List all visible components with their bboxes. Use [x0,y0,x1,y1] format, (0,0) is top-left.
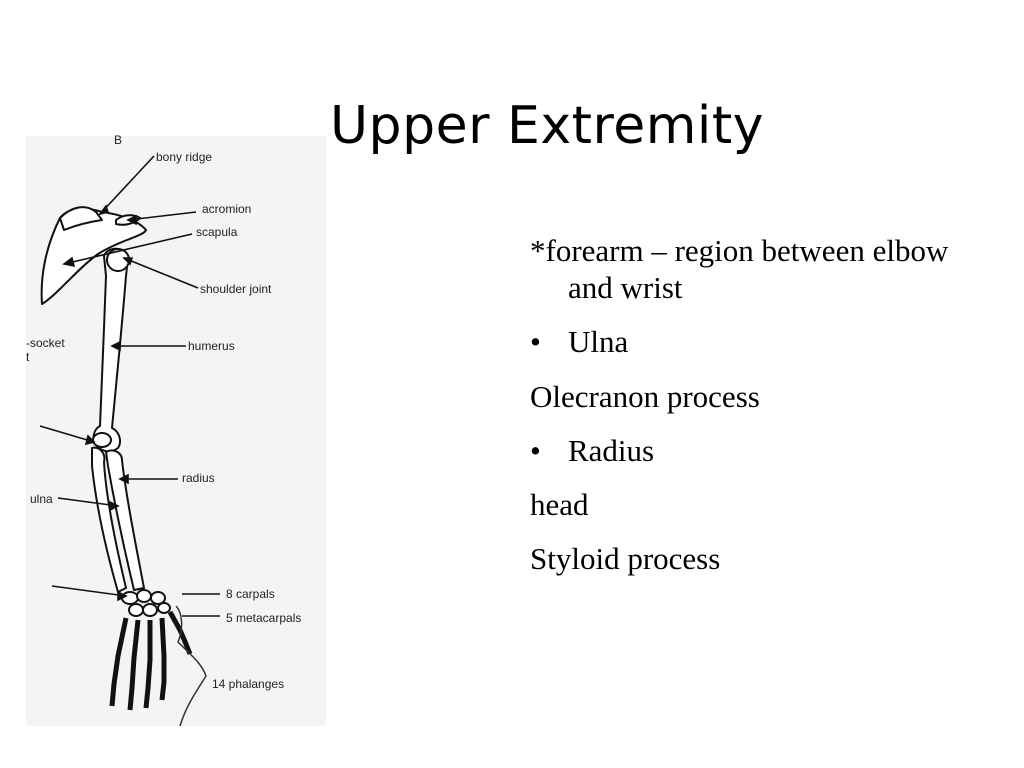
carpal-bones [121,589,171,617]
bullet-dot: • [530,324,541,360]
bullet-ulna-text: Ulna [568,324,629,360]
label-humerus: humerus [188,339,235,353]
bullet-ulna: • Ulna [530,323,990,360]
label-bony-ridge: bony ridge [156,150,213,164]
bullet-radius-text: Radius [568,432,655,468]
label-ulna: ulna [30,492,53,506]
styloid-text: Styloid process [530,541,721,577]
forearm-outline [175,605,207,726]
slide-content: *forearm – region between elbow and wris… [530,232,990,594]
radius-shape [105,449,145,591]
label-scapula: scapula [196,225,238,239]
label-acromion: acromion [202,202,252,216]
label-socket-tail: t [26,350,30,364]
forearm-definition: *forearm – region between elbow and wris… [530,233,949,306]
label-metacarpals: 5 metacarpals [226,611,302,625]
skeleton-drawing [39,155,220,726]
acromion-shape [59,206,103,231]
olecranon-text: Olecranon process [530,378,760,414]
humerus-shape [92,247,129,453]
label-phalanges: 14 phalanges [212,677,285,691]
bullet-dot: • [530,432,541,468]
figure-corner-mark: B [114,133,123,147]
label-shoulder-joint: shoulder joint [200,282,272,296]
ulna-shape [91,446,127,593]
arm-skeleton-diagram: B bony ridge acromion scapula shoulder j… [26,133,326,726]
elbow-joint [92,432,112,448]
slide-title: Upper Extremity [330,96,764,156]
label-radius: radius [182,471,215,485]
bullet-radius: • Radius [530,432,990,469]
label-socket: -socket [26,336,65,350]
finger-bones [109,610,193,711]
head-text: head [530,486,589,522]
label-carpals: 8 carpals [226,587,275,601]
